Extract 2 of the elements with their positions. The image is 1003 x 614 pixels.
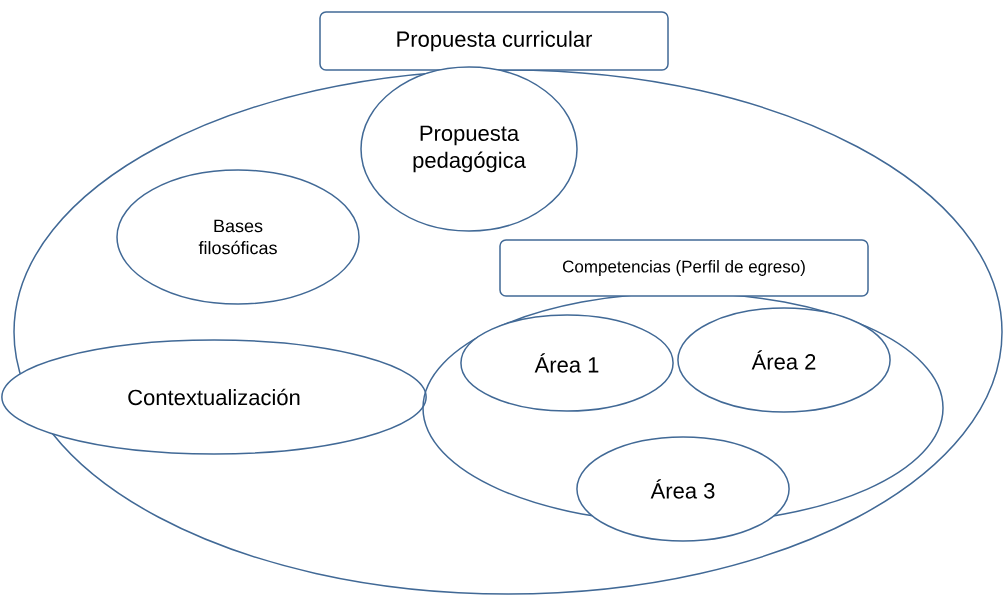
heading-box: Propuesta curricular [319,11,669,71]
heading-box: Competencias (Perfil de egreso) [499,239,869,297]
